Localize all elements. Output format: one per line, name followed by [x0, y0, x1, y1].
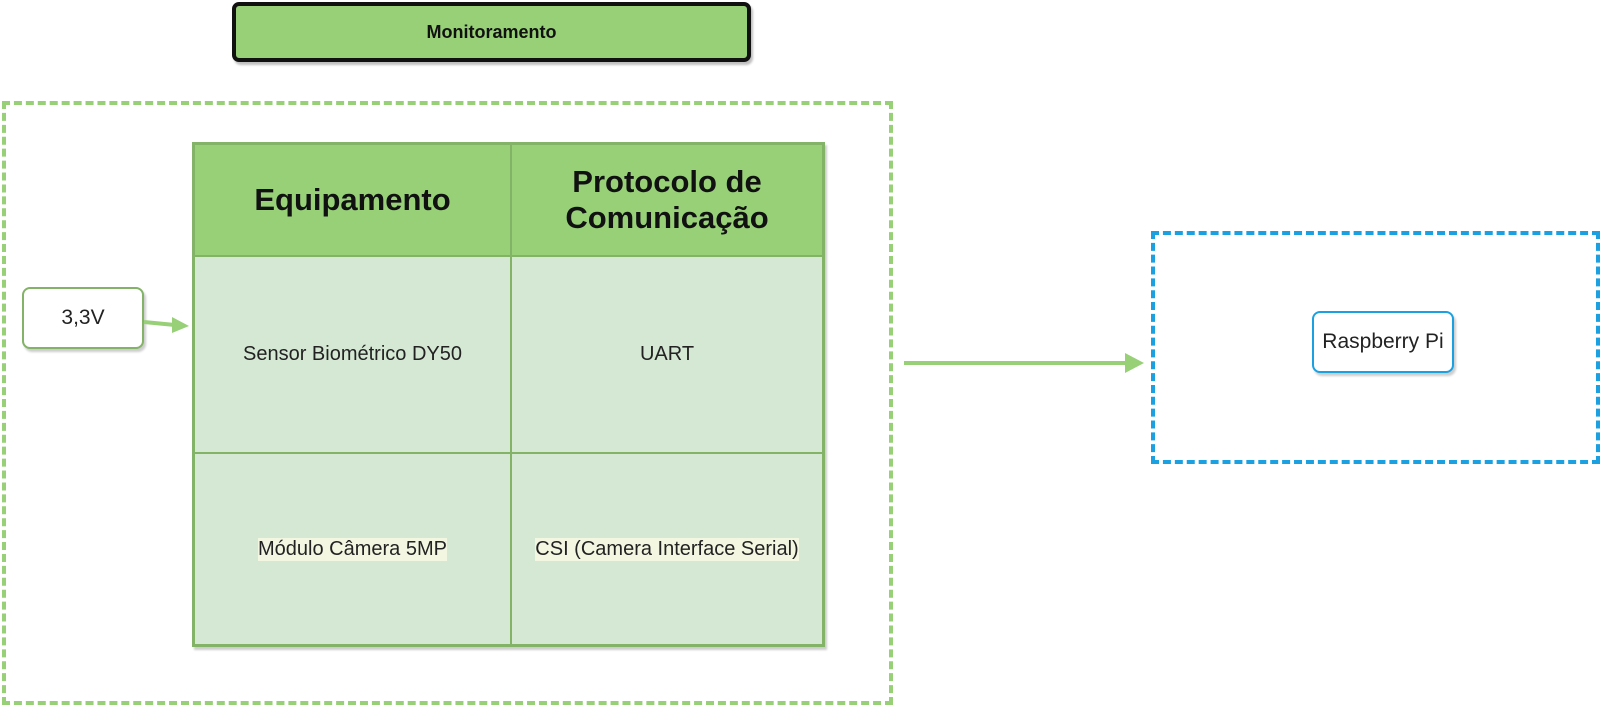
power-supply-node[interactable]: 3,3V — [22, 287, 144, 349]
equipment-label-row2: Módulo Câmera 5MP — [258, 537, 447, 561]
table-header-protocol: Protocolo de Comunicação — [512, 145, 822, 255]
table-column-divider — [510, 145, 512, 644]
equipment-label-row1: Sensor Biométrico DY50 — [243, 343, 462, 365]
table-header-equipment: Equipamento — [195, 145, 510, 255]
table-cell-protocol-row2: CSI (Camera Interface Serial) — [512, 454, 822, 644]
raspberry-group-boundary — [1151, 231, 1600, 464]
table-header-divider — [195, 255, 822, 257]
protocol-label-row1: UART — [639, 343, 695, 365]
group-to-raspberry-arrow — [904, 353, 1144, 373]
monitoring-group-boundary — [2, 101, 893, 705]
table-cell-protocol-row1: UART — [512, 257, 822, 452]
monitoramento-title: Monitoramento — [232, 2, 751, 62]
table-cell-equipment-row2: Módulo Câmera 5MP — [195, 454, 510, 644]
table-row-divider — [195, 452, 822, 454]
table-cell-equipment-row1: Sensor Biométrico DY50 — [195, 257, 510, 452]
protocol-label-row2: CSI (Camera Interface Serial) — [535, 537, 799, 561]
raspberry-pi-node[interactable]: Raspberry Pi — [1312, 311, 1454, 373]
equipment-protocol-table: Equipamento Protocolo de Comunicação Sen… — [192, 142, 825, 647]
